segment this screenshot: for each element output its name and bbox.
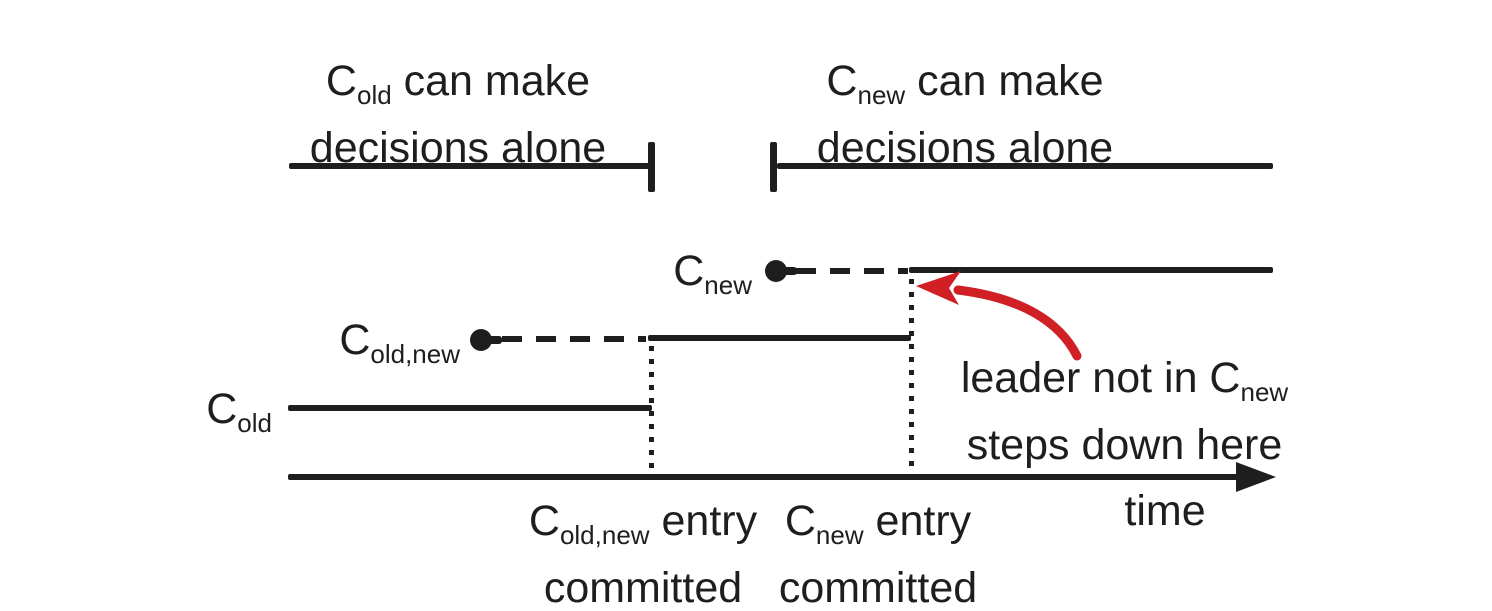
cnew-decisions-label: Cnew can make decisions alone [755, 55, 1175, 175]
coldnew-entry-committed-line1: Cold,new entry [528, 497, 758, 550]
cnew-entry-subscript: new [815, 520, 864, 550]
coldnew-uncommitted-dashed-line [502, 336, 646, 342]
cnew-subscript: new [857, 80, 906, 110]
cold-solid-line [288, 405, 652, 411]
leader-annotation-subscript: new [1240, 377, 1289, 407]
cold-row-subscript: old [237, 408, 272, 438]
cold-subscript: old [356, 80, 392, 110]
cnew-commit-dotted-vline [909, 279, 914, 474]
cnew-row-subscript: new [704, 270, 752, 300]
cold-decisions-label: Cold can make decisions alone [248, 55, 668, 175]
time-axis-arrowhead-icon [1236, 462, 1276, 492]
cnew-entry-dot [765, 260, 797, 282]
cnew-entry-committed-line1: Cnew entry [784, 497, 972, 550]
cnew-uncommitted-dashed-line [796, 268, 908, 274]
coldnew-entry-committed-label: Cold,new entry committed [493, 495, 793, 611]
coldnew-entry-subscript: old,new [559, 520, 650, 550]
cnew-entry-committed-label: Cnew entry committed [728, 495, 1028, 611]
coldnew-commit-dotted-vline [649, 346, 654, 474]
leader-steps-down-line2: steps down here [966, 421, 1283, 469]
cnew-committed-solid-line [909, 267, 1273, 273]
cold-decisions-bracket-end-tick [648, 142, 655, 192]
coldnew-entry-committed-line2: committed [543, 564, 743, 611]
cnew-decisions-line1: Cnew can make [826, 57, 1104, 110]
cnew-entry-committed-line2: committed [778, 564, 978, 611]
cold-row-label: Cold [206, 385, 272, 438]
coldnew-row-subscript: old,new [370, 339, 460, 369]
coldnew-row-label: Cold,new [339, 316, 460, 369]
cold-decisions-line1: Cold can make [325, 57, 591, 110]
leader-steps-down-annotation: leader not in Cnew steps down here [942, 352, 1307, 472]
cold-decisions-bracket-line [289, 163, 651, 169]
coldnew-committed-solid-line [648, 335, 911, 341]
time-axis-label: time [1124, 487, 1206, 535]
cnew-decisions-bracket-start-tick [770, 142, 777, 192]
cnew-row-label: Cnew [673, 247, 752, 300]
coldnew-entry-dot [470, 329, 502, 351]
leader-steps-down-line1: leader not in Cnew [960, 354, 1289, 407]
time-axis-line [288, 474, 1240, 480]
leader-steps-down-arrow-icon [916, 271, 1082, 361]
cnew-decisions-bracket-line [777, 163, 1273, 169]
